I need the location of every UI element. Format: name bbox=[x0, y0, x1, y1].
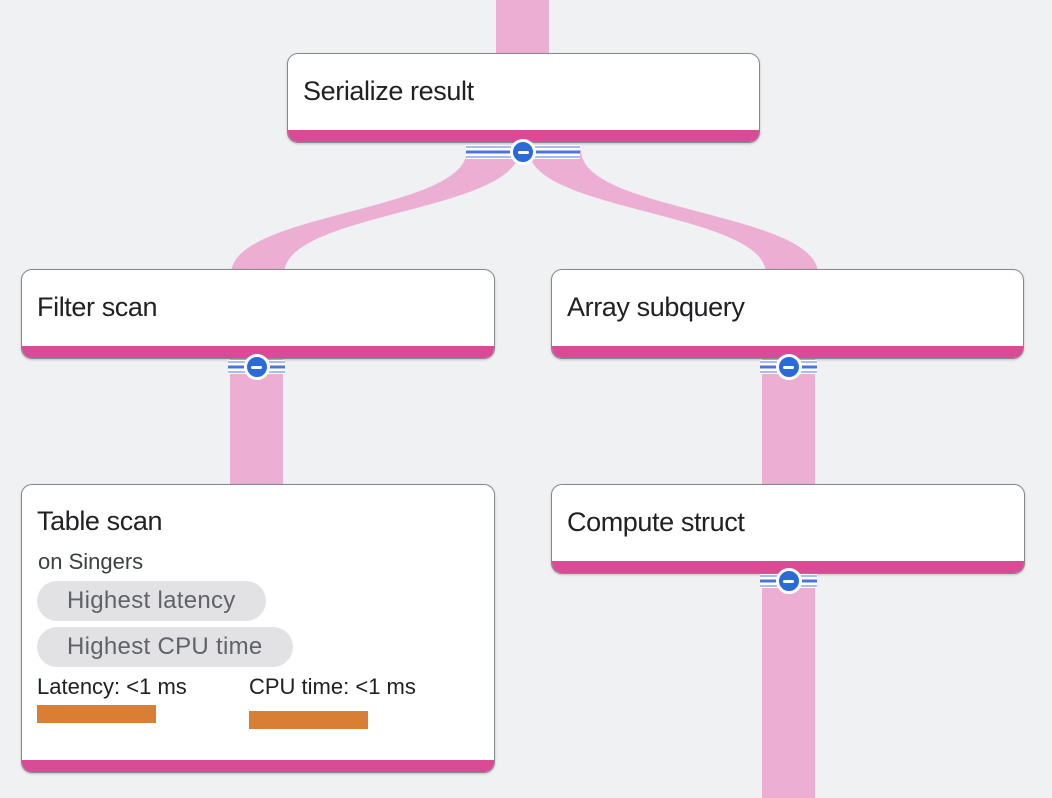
node-title: Filter scan bbox=[37, 292, 158, 322]
node-accent-bar bbox=[552, 561, 1024, 573]
node-title: Array subquery bbox=[567, 292, 745, 322]
highest-cpu-time-badge: Highest CPU time bbox=[37, 627, 293, 667]
plan-node-serialize-result[interactable]: Serialize result bbox=[287, 53, 760, 143]
node-title: Compute struct bbox=[567, 507, 745, 537]
node-subtitle: on Singers bbox=[38, 549, 144, 574]
node-accent-bar bbox=[22, 346, 494, 358]
node-accent-bar bbox=[552, 346, 1023, 358]
plan-node-array-subquery[interactable]: Array subquery bbox=[551, 269, 1024, 359]
plan-node-filter-scan[interactable]: Filter scan bbox=[21, 269, 495, 359]
minus-icon bbox=[510, 139, 536, 165]
collapse-button-filter-scan[interactable] bbox=[228, 354, 285, 380]
cpu-time-metric: CPU time: <1 ms bbox=[249, 673, 416, 729]
edge-serialize-result-to-filter-scan bbox=[231, 150, 519, 274]
node-accent-bar bbox=[22, 760, 494, 772]
node-title: Serialize result bbox=[303, 76, 474, 106]
cpu-time-bar bbox=[249, 711, 368, 729]
minus-icon bbox=[775, 568, 802, 594]
edge-serialize-result-to-array-subquery bbox=[529, 150, 818, 274]
edge-top-to-serialize-result bbox=[496, 0, 549, 56]
node-accent-bar bbox=[288, 130, 759, 142]
collapse-button-compute-struct[interactable] bbox=[760, 568, 817, 594]
collapse-button-serialize-result[interactable] bbox=[466, 139, 580, 165]
latency-label: Latency: <1 ms bbox=[37, 674, 187, 699]
collapse-button-array-subquery[interactable] bbox=[760, 354, 817, 380]
latency-bar bbox=[37, 705, 156, 723]
minus-icon bbox=[775, 354, 802, 380]
edge-compute-struct-to-offscreen bbox=[762, 572, 815, 798]
highest-latency-badge: Highest latency bbox=[37, 581, 266, 621]
minus-icon bbox=[243, 354, 270, 380]
cpu-time-label: CPU time: <1 ms bbox=[249, 674, 416, 699]
node-title: Table scan bbox=[37, 506, 163, 536]
plan-node-compute-struct[interactable]: Compute struct bbox=[551, 484, 1025, 574]
latency-metric: Latency: <1 ms bbox=[37, 673, 249, 729]
plan-node-table-scan[interactable]: Table scan on Singers Highest latency Hi… bbox=[21, 484, 495, 773]
